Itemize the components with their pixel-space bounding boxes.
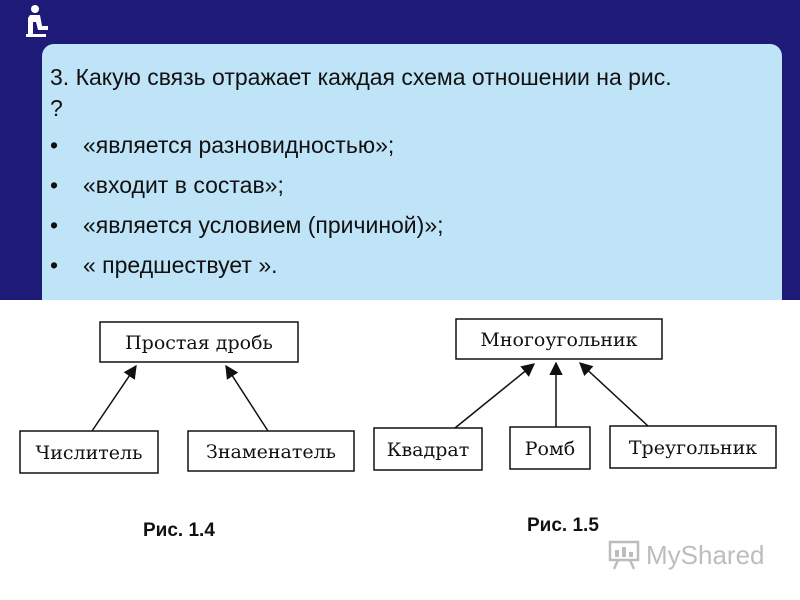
arrow [225,364,269,432]
diagram-fig-1-4: Простая дробь Числитель Знаменатель [19,321,355,474]
watermark: MyShared [608,538,765,572]
bullet-marker: • [50,252,59,278]
bullet-marker: • [50,172,59,198]
question-text: 3. Какую связь отражает каждая схема отн… [50,64,672,121]
node-child-box [609,425,777,469]
reader-logo-icon [26,5,48,37]
arrow [91,364,137,432]
question-panel [42,44,782,300]
relation-diagrams: Простая дробь Числитель Знаменатель Мног… [19,318,777,474]
node-child-label: Треугольник [629,437,757,459]
watermark-text: MyShared [646,539,765,570]
bullet-marker: • [50,132,59,158]
diagram-fig-1-5: Многоугольник Квадрат Ромб Треугольник [373,318,777,471]
node-parent-box [99,321,299,363]
figure-caption: Рис. 1.4 [143,520,215,541]
bullet-marker: • [50,212,59,238]
bullet-text: «является условием (причиной)»; [83,212,444,238]
node-child-box [187,430,355,472]
figure-caption: Рис. 1.5 [527,515,599,536]
presentation-board-icon [608,540,640,570]
node-child-label: Ромб [525,438,575,460]
bullet-item: • « предшествует ». [50,250,444,290]
bullet-list: • «является разновидностью»; • «входит в с… [50,130,444,290]
bullet-text: «входит в состав»; [83,172,284,198]
bullet-item: • «является условием (причиной)»; [50,210,444,250]
bullet-item: • «является разновидностью»; [50,130,444,170]
node-child-label: Знаменатель [206,441,336,463]
bullet-item: • «входит в состав»; [50,170,444,210]
node-parent-box [455,318,663,360]
node-parent-label: Простая дробь [125,332,273,354]
node-child-label: Квадрат [387,439,469,461]
arrow [454,363,536,429]
node-child-box [19,430,159,474]
node-child-box [509,426,591,470]
bullet-text: «является разновидностью»; [83,132,395,158]
node-child-box [373,427,483,471]
node-parent-label: Многоугольник [480,329,637,351]
node-child-label: Числитель [36,442,143,464]
bullet-text: « предшествует ». [83,252,278,278]
arrow [579,362,649,427]
